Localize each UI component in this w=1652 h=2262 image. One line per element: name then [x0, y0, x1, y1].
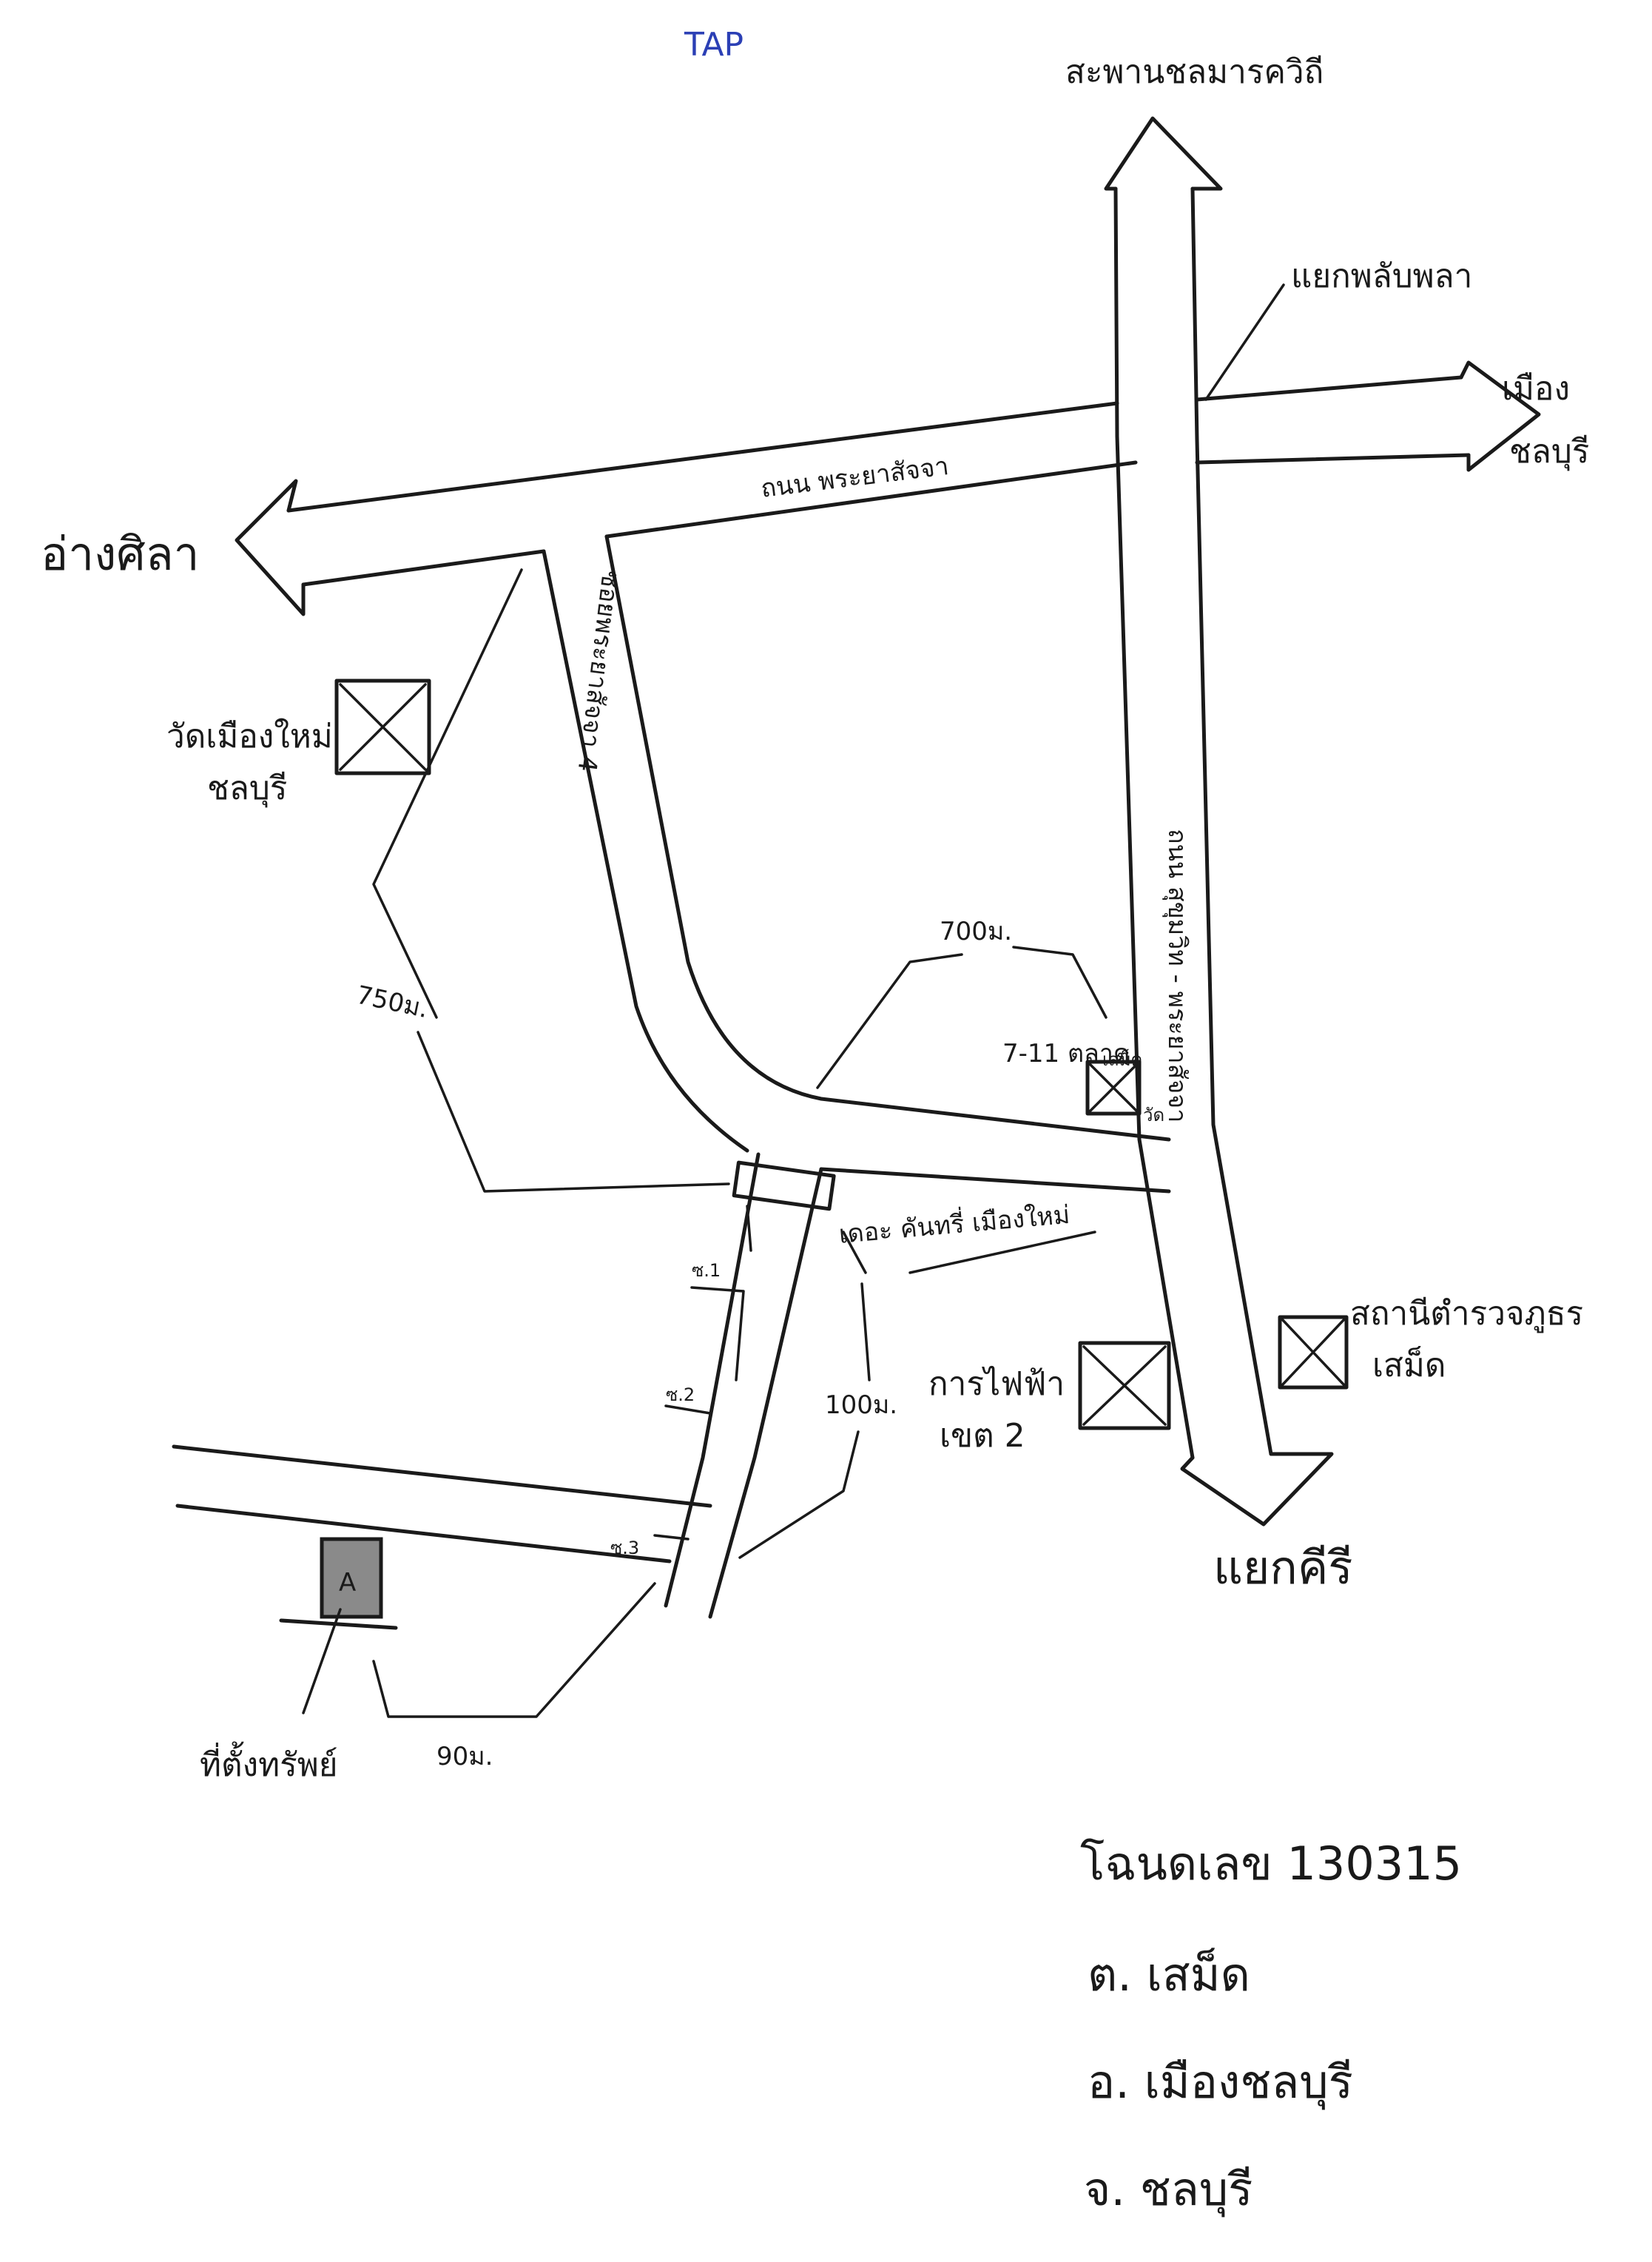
inner-curved-road — [542, 534, 1171, 1619]
bridge-box — [732, 1160, 836, 1211]
dest-east-label-1: เมือง — [1502, 370, 1570, 408]
header-mark: TAP — [684, 26, 744, 64]
police-label-1: สถานีตำรวจภูธร — [1350, 1295, 1583, 1333]
deed-line-3: อ. เมืองชลบุรี — [1088, 2055, 1353, 2110]
soi-3-label: ซ.3 — [610, 1538, 639, 1558]
property-label: ที่ตั้งทรัพย์ — [200, 1741, 337, 1784]
property-box: A — [320, 1537, 383, 1619]
police-box — [1278, 1315, 1349, 1390]
property-marker: A — [339, 1568, 356, 1598]
dest-east-label-2: ชลบุรี — [1509, 433, 1589, 471]
deed-info: โฉนดเลข 130315 ต. เสม็ด อ. เมืองชลบุรี จ… — [1080, 1837, 1462, 2217]
road-label-inner: ซอยพระยาสัจจา 4 — [572, 569, 626, 773]
temple-label-1: วัดเมืองใหม่ — [166, 718, 333, 755]
electricity-label-2: เขต 2 — [940, 1417, 1025, 1455]
electricity-box — [1078, 1341, 1171, 1430]
main-road-north-south — [1104, 116, 1334, 1526]
school-label: เดอะ คันทรี่ เมืองใหม่ — [837, 1197, 1071, 1250]
south-arrow-icon — [1180, 1452, 1334, 1526]
dest-north-label: สะพานชลมารควิถี — [1065, 53, 1324, 91]
east-west-road — [235, 360, 1541, 616]
road-label-east-west: ถนน พระยาสัจจา — [759, 451, 950, 504]
temple-box — [334, 679, 431, 775]
electricity-label-1: การไฟฟ้า — [928, 1365, 1065, 1403]
east-arrow-icon — [1459, 360, 1541, 472]
north-arrow-icon — [1104, 116, 1223, 191]
soi-2-label: ซ.2 — [666, 1384, 695, 1405]
dest-south-label: แยกคีรี — [1213, 1541, 1353, 1595]
distance-700: 700ม. — [940, 917, 1012, 946]
west-arrow-icon — [235, 479, 306, 616]
lower-west-road — [172, 1444, 712, 1630]
distance-90: 90ม. — [436, 1742, 493, 1771]
temple-label-2: ชลบุรี — [207, 770, 287, 808]
seven-eleven-label-2: เสม็ด — [1102, 1048, 1142, 1070]
police-label-2: เสม็ด — [1372, 1346, 1446, 1384]
road-label-main: ถนน สุขุมวิท - พระยาสัจจา — [1162, 829, 1192, 1122]
intersection-label: แยกพลับพลา — [1291, 257, 1472, 295]
pointer-lines — [302, 283, 1285, 1718]
distance-100: 100ม. — [825, 1390, 897, 1420]
junction-mark: วัด — [1143, 1105, 1164, 1125]
seven-eleven-label-1: 7-11 ตลาด — [1002, 1039, 1130, 1068]
distance-750: 750ม. — [354, 980, 431, 1025]
deed-line-2: ต. เสม็ด — [1088, 1948, 1250, 2002]
deed-line-4: จ. ชลบุรี — [1084, 2162, 1253, 2217]
deed-line-1: โฉนดเลข 130315 — [1080, 1837, 1462, 1891]
seven-eleven-box — [1085, 1060, 1142, 1116]
soi-1-label: ซ.1 — [692, 1260, 721, 1281]
dest-west-label: อ่างศิลา — [41, 527, 200, 581]
